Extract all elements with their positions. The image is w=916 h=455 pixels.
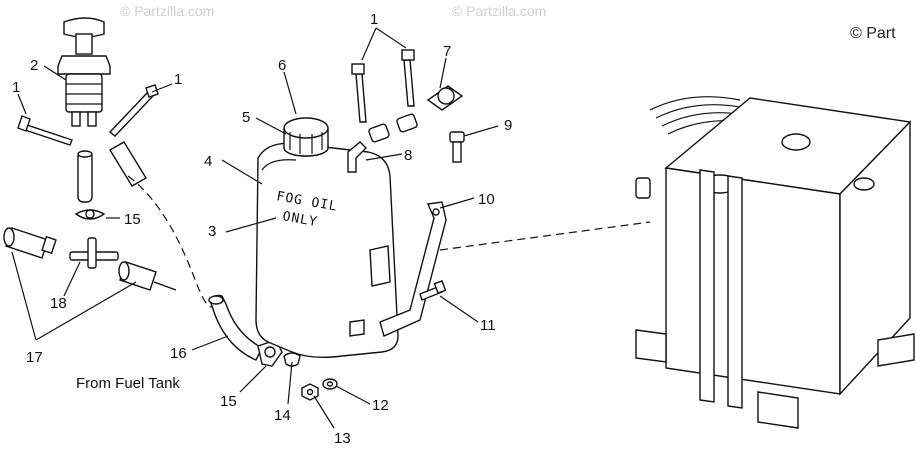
screw-upper-a [351,63,367,123]
screw-upper-b [401,49,415,107]
fitting-left [3,227,57,259]
bolt-lower [419,280,447,301]
callout-5: 5 [242,109,250,126]
hose-lower [208,294,263,361]
callout-7: 7 [443,43,451,60]
from-fuel-tank-caption: From Fuel Tank [76,375,180,392]
callout-13: 13 [334,430,351,447]
connector-hoses [368,113,418,143]
fitting-right [118,261,177,291]
callout-10: 10 [478,191,495,208]
callout-1-top: 1 [370,11,378,28]
callout-3: 3 [208,223,216,240]
callout-2: 2 [30,57,38,74]
callout-8: 8 [404,147,412,164]
watermark-center: © Partzilla.com [452,3,546,19]
callout-1-left: 1 [12,79,20,96]
callout-4: 4 [204,153,212,170]
callout-1-right: 1 [174,71,182,88]
callout-14: 14 [274,407,291,424]
watermark-right: © Part [850,25,896,42]
watermark-left: © Partzilla.com [120,3,214,19]
clamp-upper [74,209,106,220]
level-sensor [426,85,464,111]
primer-pump-assembly [57,17,111,127]
callout-12: 12 [372,397,389,414]
screw-left [17,115,73,146]
reference-line [439,221,651,251]
screw-right [108,84,159,137]
tank-fitting [283,352,301,367]
callout-11: 11 [480,317,496,334]
callout-15-lower: 15 [220,393,237,410]
washer [322,378,338,390]
tank-label-line2: ONLY [281,209,318,230]
tank-bracket [379,201,447,337]
callout-17: 17 [26,349,43,366]
tank-cap [283,117,329,157]
leader-lines [11,27,499,429]
callout-9: 9 [504,117,512,134]
callout-18: 18 [50,295,67,312]
callout-15-upper: 15 [124,211,141,228]
bolt-upper [449,131,465,163]
hose-short [77,150,93,203]
hose-angled [109,141,147,187]
elbow-fitting [347,141,367,173]
tee-fitting [69,237,119,269]
callout-6: 6 [278,57,286,74]
oil-tank: FOG OIL ONLY [255,142,399,359]
battery-assembly [635,96,915,429]
callout-16: 16 [170,345,187,362]
